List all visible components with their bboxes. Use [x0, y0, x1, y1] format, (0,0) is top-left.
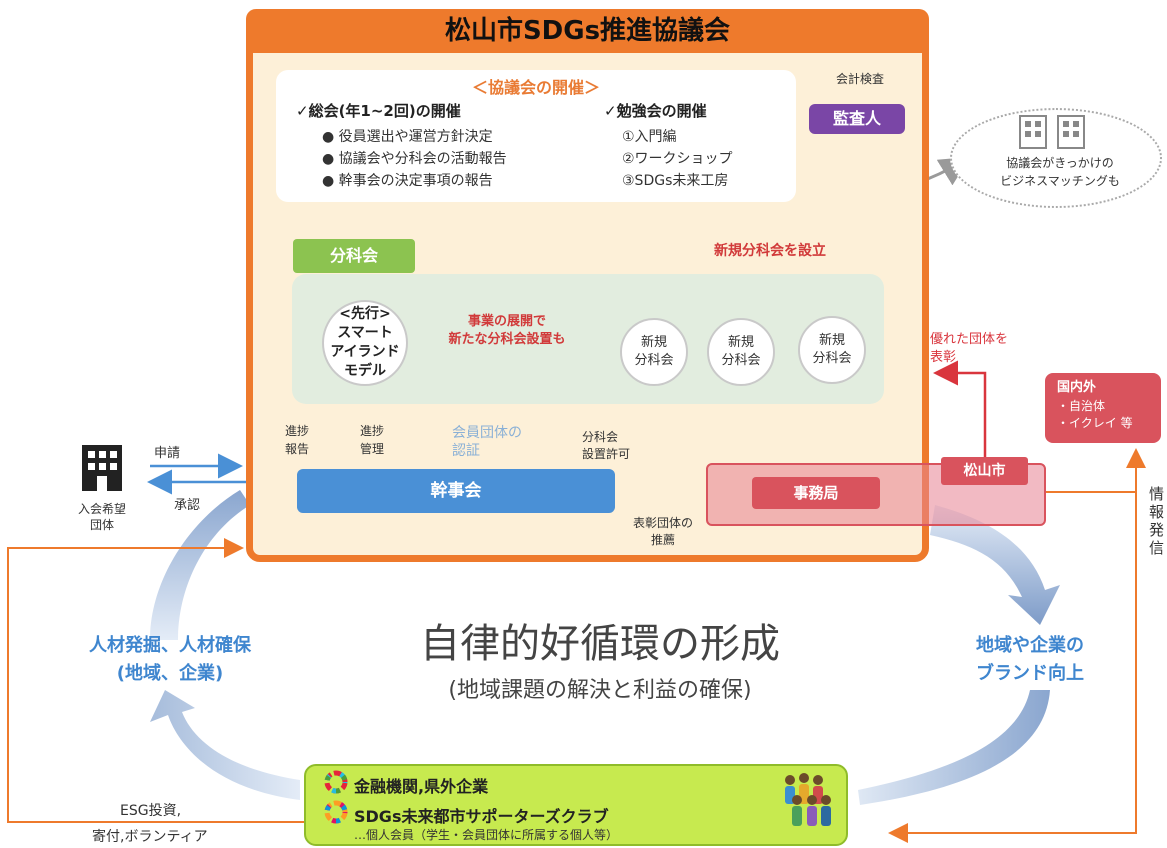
business-matching-cloud	[950, 108, 1162, 208]
general-meeting-item: ● 役員選出や運営方針決定	[322, 129, 493, 145]
subcommittee-permission-label: 設置許可	[582, 447, 631, 461]
office-icons	[1019, 115, 1085, 149]
people-icon	[785, 773, 831, 826]
cycle-left-line: (地域、企業)	[116, 662, 224, 684]
applicant-label: 入会希望	[77, 502, 126, 516]
supporters-line-3: …個人会員（学生・会員団体に所属する個人等）	[354, 828, 619, 842]
city-tag: 松山市	[941, 457, 1028, 485]
approve-label: 承認	[174, 498, 201, 513]
general-meeting-title: ✓総会(年1~2回)の開催	[296, 102, 461, 120]
study-meeting-item: ①入門編	[622, 129, 677, 145]
apply-label: 申請	[154, 446, 181, 461]
subcommittee-permission-label: 分科会	[582, 430, 619, 444]
international-item: ・イクレイ 等	[1057, 416, 1133, 431]
info-arrow-path	[888, 491, 1137, 843]
cycle-left-line: 人材発掘、人材確保	[89, 635, 251, 656]
meeting-box	[276, 70, 796, 202]
building-icon	[82, 445, 122, 491]
supporters-line-2: SDGs未来都市サポーターズクラブ	[354, 807, 609, 826]
study-meeting-title: ✓勉強会の開催	[604, 102, 707, 120]
award-label: 表彰	[930, 350, 957, 365]
study-meeting-item: ③SDGs未来工房	[622, 173, 729, 189]
new-subcommittee-circle: 新規 分科会	[707, 318, 775, 386]
member-approval-label: 会員団体の	[452, 425, 522, 441]
auditor-box: 監査人	[809, 104, 905, 134]
esg-label: 寄付,ボランティア	[92, 829, 208, 845]
general-meeting-item: ● 協議会や分科会の活動報告	[322, 151, 507, 167]
supporters-box	[304, 764, 848, 846]
expansion-note: 新たな分科会設置も	[448, 332, 566, 347]
meeting-heading: ＜協議会の開催＞	[471, 78, 600, 97]
pioneer-circle: <先行> スマート アイランド モデル	[322, 300, 408, 386]
subcommittee-tag: 分科会	[293, 239, 415, 273]
new-subcommittee-circle: 新規 分科会	[620, 318, 688, 386]
council-title: 松山市SDGs推進協議会	[246, 9, 929, 53]
cycle-right-line: ブランド向上	[976, 662, 1084, 684]
esg-label: ESG投資,	[120, 803, 182, 819]
award-recommend-label: 表彰団体の	[632, 516, 693, 530]
award-recommend-label: 推薦	[650, 533, 675, 547]
business-matching-line: ビジネスマッチングも	[1000, 174, 1120, 188]
international-box: 国内外 ・自治体 ・イクレイ 等	[1045, 373, 1161, 443]
international-title: 国内外	[1057, 380, 1097, 395]
cycle-arrow-bottom-left	[150, 690, 300, 800]
cycle-arrow-left	[150, 490, 250, 640]
progress-manage-label: 進捗	[360, 424, 385, 438]
progress-manage-label: 管理	[360, 442, 385, 456]
award-label: 優れた団体を	[930, 332, 1009, 347]
progress-report-label: 報告	[285, 442, 310, 456]
esg-arrow-path	[7, 538, 304, 823]
cycle-right-label: 地域や企業の ブランド向上	[930, 632, 1130, 688]
international-item: ・自治体	[1057, 398, 1106, 413]
sdgs-wheel-icon	[324, 770, 348, 794]
cycle-right-line: 地域や企業の	[976, 635, 1084, 656]
new-subcommittee-circle: 新規 分科会	[798, 316, 866, 384]
audit-label: 会計検査	[836, 72, 885, 86]
cycle-arrow-right	[930, 505, 1060, 625]
general-meeting-item: ● 幹事会の決定事項の報告	[322, 173, 493, 189]
member-approval-label: 認証	[452, 443, 480, 459]
applicant-label: 団体	[89, 518, 114, 532]
info-send-label: 情報発信	[1147, 486, 1165, 558]
cycle-left-label: 人材発掘、人材確保 (地域、企業)	[50, 632, 290, 688]
executive-box: 幹事会	[297, 469, 615, 513]
cycle-arrow-bottom-right	[858, 690, 1050, 805]
secretariat-box: 事務局	[752, 477, 880, 509]
cycle-subtitle: (地域課題の解決と利益の確保)	[448, 678, 752, 703]
new-subcommittee-label: 新規分科会を設立	[714, 243, 826, 259]
cycle-title: 自律的好循環の形成	[420, 621, 780, 667]
progress-report-label: 進捗	[285, 424, 310, 438]
sdgs-wheel-icon	[324, 800, 348, 824]
expansion-note: 事業の展開で	[467, 314, 546, 329]
study-meeting-item: ②ワークショップ	[622, 151, 733, 167]
supporters-line-1: 金融機関,県外企業	[354, 777, 489, 796]
business-matching-line: 協議会がきっかけの	[1006, 156, 1114, 170]
